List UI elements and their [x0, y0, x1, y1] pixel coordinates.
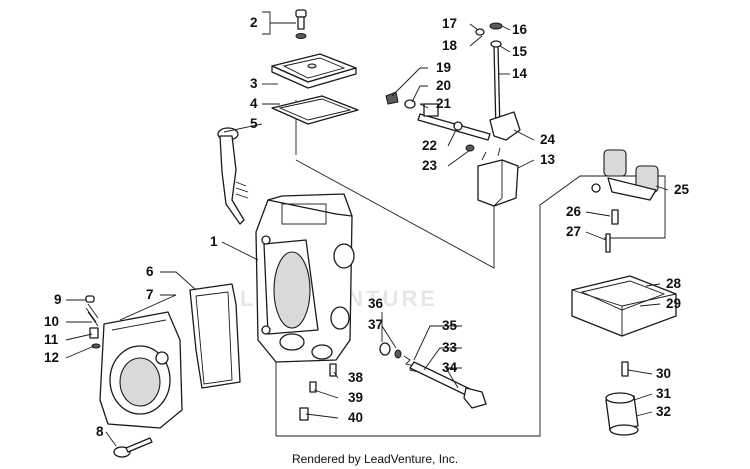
callout-27: 27 [566, 224, 582, 239]
part-19-24-throttle-shaft [385, 91, 521, 152]
part-6-gasket-plate [189, 283, 241, 389]
callout-5: 5 [250, 116, 258, 131]
callout-9: 9 [54, 292, 62, 307]
part-9-12-stack [85, 295, 101, 349]
part-31-32-plug [605, 392, 639, 436]
footer-credit: Rendered by LeadVenture, Inc. [291, 452, 459, 466]
callout-2: 2 [250, 15, 258, 30]
callout-32: 32 [656, 404, 672, 419]
callout-6: 6 [146, 264, 154, 279]
callout-3: 3 [250, 76, 258, 91]
callout-37: 37 [368, 317, 384, 332]
part-8-screw [113, 437, 153, 458]
callout-10: 10 [44, 314, 60, 329]
leader-lines [65, 11, 669, 447]
callout-24: 24 [540, 132, 556, 147]
part-3-top-cover [271, 53, 357, 89]
callout-21: 21 [436, 96, 452, 111]
callout-4: 4 [250, 96, 258, 111]
callout-33: 33 [442, 340, 458, 355]
callout-11: 11 [44, 332, 59, 347]
part-38-40-hardware [299, 363, 337, 421]
callout-22: 22 [422, 138, 438, 153]
callout-14: 14 [512, 66, 528, 81]
callout-20: 20 [436, 78, 452, 93]
callout-30: 30 [656, 366, 672, 381]
part-30-screw [621, 361, 629, 377]
callout-23: 23 [422, 158, 438, 173]
part-13-slide [477, 147, 519, 207]
callout-1: 1 [210, 234, 218, 249]
callout-40: 40 [348, 410, 364, 425]
assembly-line-main [276, 175, 666, 437]
callout-8: 8 [96, 424, 104, 439]
callout-29: 29 [666, 296, 682, 311]
part-2-screw [295, 9, 307, 39]
part-7-intake-adapter [99, 311, 183, 429]
part-5-choke-plunger [217, 127, 249, 225]
callout-35: 35 [442, 318, 458, 333]
callout-39: 39 [348, 390, 364, 405]
callout-15: 15 [512, 44, 528, 59]
callout-28: 28 [666, 276, 682, 291]
callout-34: 34 [442, 360, 458, 375]
callout-36: 36 [368, 296, 384, 311]
callout-25: 25 [674, 182, 690, 197]
callout-19: 19 [436, 60, 452, 75]
callout-26: 26 [566, 204, 582, 219]
callout-16: 16 [512, 22, 528, 37]
part-26-27-needle [605, 209, 619, 253]
part-33-37-idle-screw [379, 342, 487, 409]
part-4-gasket [271, 95, 359, 125]
callout-12: 12 [44, 350, 60, 365]
part-1-carb-body [255, 193, 355, 363]
callout-38: 38 [348, 370, 364, 385]
callout-17: 17 [442, 16, 458, 31]
part-15-18-hardware [475, 22, 503, 48]
callout-7: 7 [146, 287, 154, 302]
callout-13: 13 [540, 152, 556, 167]
callout-18: 18 [442, 38, 458, 53]
part-28-29-float-bowl [571, 275, 677, 337]
part-25-float-assembly [591, 149, 659, 201]
callout-31: 31 [656, 386, 672, 401]
